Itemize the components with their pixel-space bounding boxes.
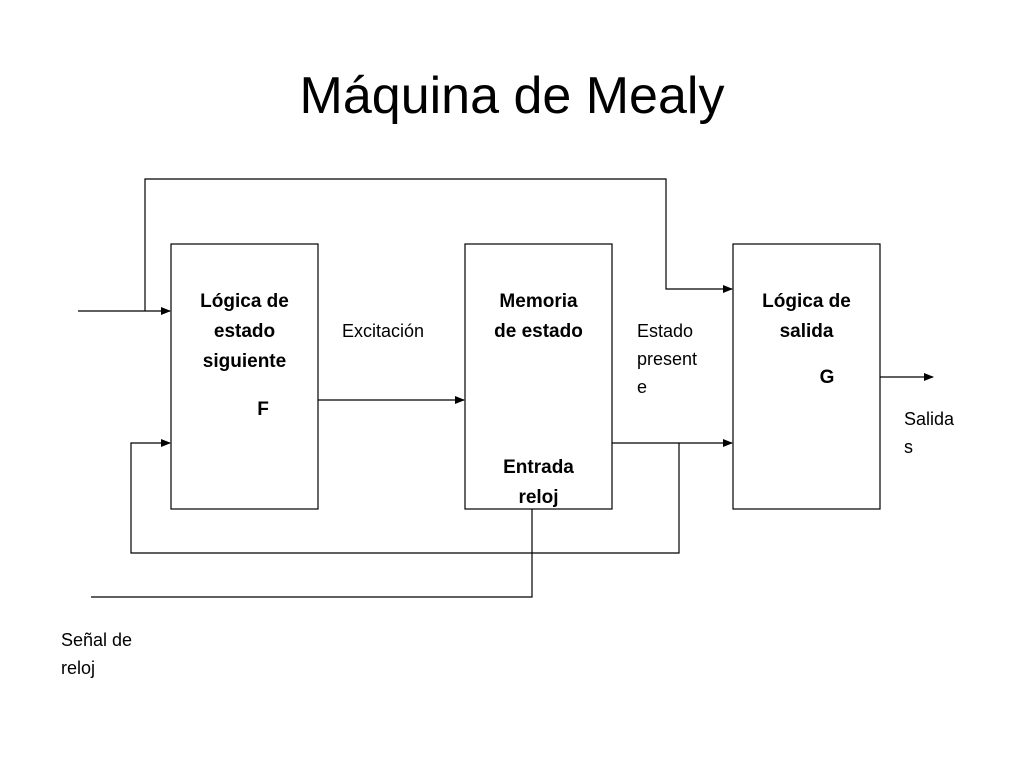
output-logic-line1: Lógica de (762, 291, 851, 312)
outputs-label: Salida s (904, 405, 954, 461)
clock-input-line2: reloj (518, 487, 559, 508)
state-memory-label: Memoria de estado (465, 287, 612, 347)
present-state-label: Estado present e (637, 317, 697, 401)
state-feedback-wire (130, 439, 680, 554)
next-state-function-symbol: F (257, 399, 269, 420)
present-state-line3: e (637, 377, 648, 397)
present-state-line2: present (637, 349, 698, 369)
state-memory-box (464, 243, 613, 510)
next-state-logic-line1: Lógica de (200, 291, 289, 312)
input-to-output-logic-wire (144, 178, 733, 311)
slide-title: Máquina de Mealy (299, 67, 725, 125)
outputs-line1: Salida (904, 409, 955, 429)
clock-input-label: Entrada reloj (465, 453, 612, 513)
clock-signal-line2: reloj (61, 658, 96, 678)
output-function-symbol: G (819, 367, 835, 388)
present-state-line1: Estado (637, 321, 694, 341)
output-logic-line2: salida (779, 321, 834, 342)
state-memory-line1: Memoria (499, 291, 578, 312)
clock-signal-line1: Señal de (61, 630, 133, 650)
output-logic-label: Lógica de salida (733, 287, 880, 347)
clock-signal-label: Señal de reloj (61, 626, 132, 682)
clock-signal-wire (91, 509, 533, 598)
next-state-logic-box (170, 243, 319, 510)
next-state-logic-line3: siguiente (202, 351, 287, 372)
clock-input-line1: Entrada (503, 457, 574, 478)
next-state-logic-line2: estado (213, 321, 276, 342)
outputs-line2: s (904, 437, 913, 457)
state-memory-line2: de estado (494, 321, 583, 342)
next-state-logic-label: Lógica de estado siguiente (171, 287, 318, 377)
output-logic-box (732, 243, 881, 510)
excitation-label: Excitación (342, 321, 425, 341)
